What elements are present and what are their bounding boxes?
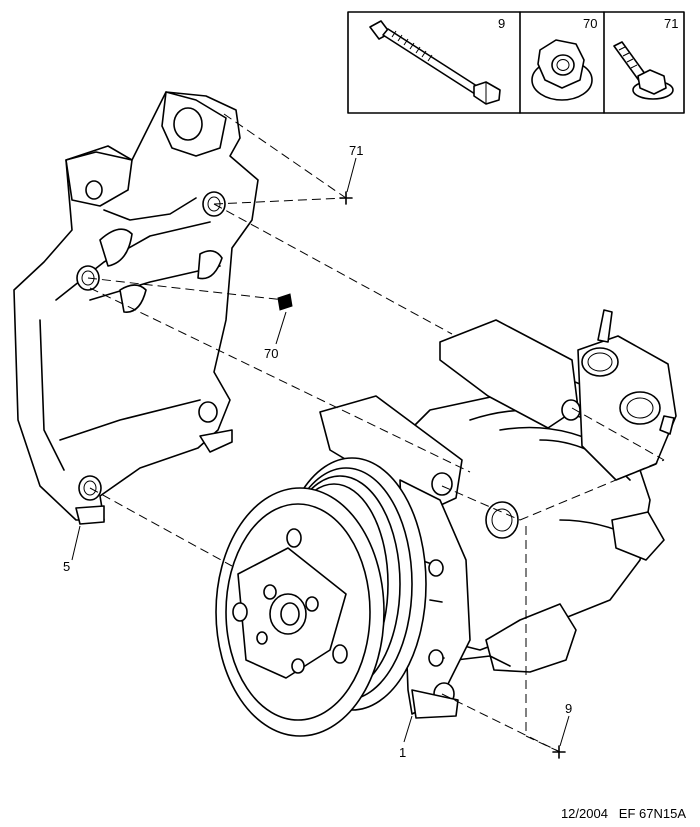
- mounting-bracket: [13, 91, 259, 525]
- flange-nut-icon: [531, 39, 593, 101]
- long-bolt-icon: [369, 20, 501, 105]
- legend-ref-9: 9: [498, 16, 505, 31]
- ac-compressor: [215, 309, 677, 737]
- callout-label-9: 9: [565, 701, 572, 716]
- diagram-footer: 12/2004 EF 67N15A: [561, 806, 686, 821]
- callout-label-5: 5: [63, 559, 70, 574]
- stud-bolt-icon: [613, 41, 674, 100]
- callout-71: 71: [346, 143, 363, 193]
- callout-1: 1: [399, 715, 413, 760]
- legend-cell-9: 9: [369, 16, 505, 105]
- callout-5: 5: [63, 525, 81, 574]
- footer-reference: EF 67N15A: [618, 806, 686, 821]
- parts-legend: 9 70 71: [347, 11, 685, 114]
- legend-cell-71: 71: [613, 16, 678, 100]
- legend-ref-71: 71: [664, 16, 678, 31]
- alignment-lines: [87, 113, 665, 753]
- fastener-marker-71: [339, 191, 353, 205]
- fastener-marker-9: [552, 745, 566, 759]
- fastener-marker-70: [277, 293, 293, 311]
- callout-label-1: 1: [399, 745, 406, 760]
- legend-ref-70: 70: [583, 16, 597, 31]
- callout-9: 9: [559, 701, 572, 747]
- callout-label-71: 71: [349, 143, 363, 158]
- legend-cell-70: 70: [531, 16, 597, 101]
- callout-label-70: 70: [264, 346, 278, 361]
- callout-70: 70: [264, 311, 287, 361]
- footer-date: 12/2004: [560, 806, 608, 821]
